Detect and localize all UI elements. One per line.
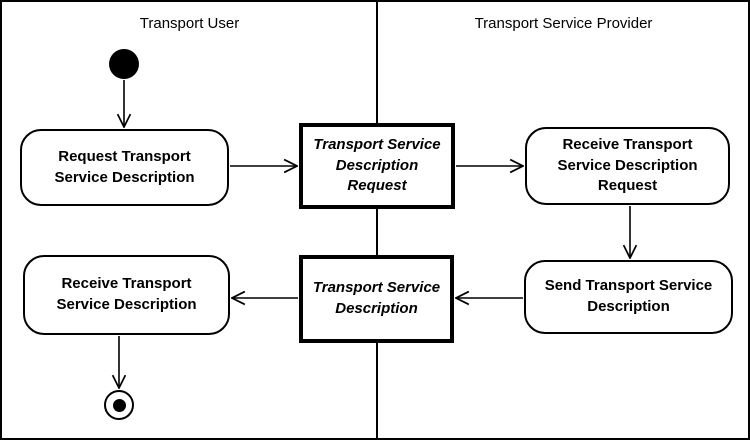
action-receive-transport-service-description-request: Receive Transport Service Description Re… bbox=[525, 127, 730, 205]
action-receive-transport-service-description: Receive Transport Service Description bbox=[23, 255, 230, 335]
action-send-transport-service-description: Send Transport Service Description bbox=[524, 260, 733, 334]
swimlane-divider bbox=[376, 2, 378, 438]
initial-node bbox=[109, 49, 139, 79]
final-node bbox=[104, 390, 134, 420]
object-transport-service-description: Transport Service Description bbox=[299, 255, 454, 343]
object-transport-service-description-request: Transport Service Description Request bbox=[299, 123, 455, 209]
final-node-dot bbox=[112, 398, 126, 412]
lane-title-transport-user: Transport User bbox=[139, 15, 240, 32]
action-request-transport-service-description: Request Transport Service Description bbox=[20, 129, 229, 206]
lane-title-transport-service-provider: Transport Service Provider bbox=[474, 15, 653, 32]
